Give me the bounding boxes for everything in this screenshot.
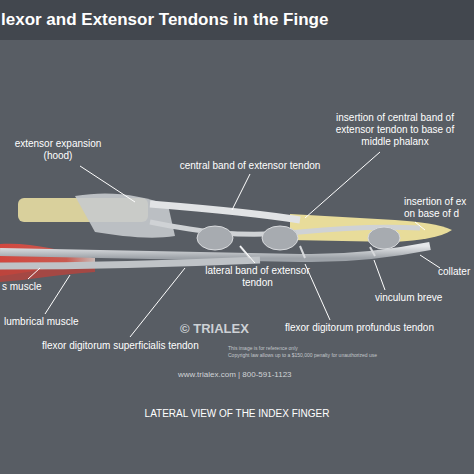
- part-label: flexor digitorum superficialis tendon: [42, 340, 199, 352]
- watermark: This image is for reference only: [228, 345, 298, 351]
- part-label: flexor digitorum profundus tendon: [285, 322, 434, 334]
- part-label: insertion of ex on base of d: [404, 196, 474, 220]
- extensor-hood: [75, 193, 175, 237]
- part-label: central band of extensor tendon: [165, 160, 335, 172]
- part-label: extensor expansion (hood): [8, 138, 108, 162]
- part-label: vinculum breve: [375, 292, 442, 304]
- title-bar: [0, 0, 474, 40]
- watermark: © TRIALEX: [180, 321, 249, 337]
- part-label: lateral band of extensor tendon: [195, 265, 320, 289]
- flexor-profundus: [0, 246, 430, 258]
- watermark: Copyright law allows up to a $150,000 pe…: [228, 352, 377, 358]
- caption: LATERAL VIEW OF THE INDEX FINGER: [0, 408, 474, 420]
- part-label: insertion of central band of extensor te…: [330, 112, 460, 148]
- joint: [368, 227, 400, 249]
- part-label: collater: [438, 266, 470, 278]
- leader-lines: [28, 152, 440, 337]
- part-label: s muscle: [2, 281, 41, 293]
- watermark: www.trialex.com | 800-591-1123: [178, 370, 292, 380]
- vinculum: [240, 246, 375, 258]
- central-band: [150, 204, 300, 220]
- part-label: lumbrical muscle: [4, 316, 78, 328]
- title: lexor and Extensor Tendons in the Finge: [1, 10, 328, 30]
- joint: [197, 226, 233, 250]
- joint: [262, 226, 298, 250]
